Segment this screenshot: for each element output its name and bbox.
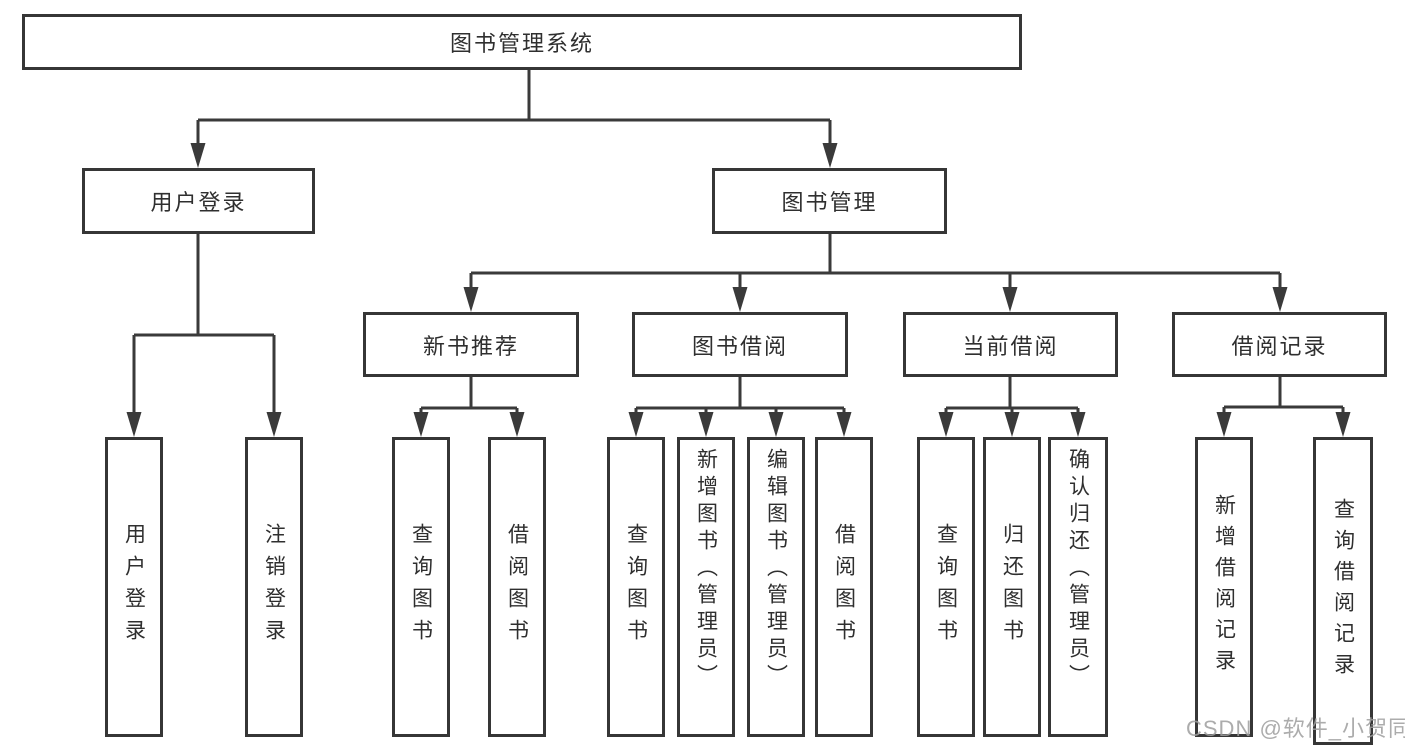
- node-book-borrow: 图书借阅: [632, 312, 848, 377]
- node-leaf-logout-label: 注销登录: [262, 523, 286, 651]
- node-leaf-query-book-3: 查询图书: [917, 437, 975, 737]
- node-leaf-borrow-book-2-label: 借阅图书: [832, 523, 856, 651]
- node-leaf-confirm-return: 确认归还（管理员）: [1048, 437, 1108, 737]
- connector-book-mgmt-to-children: [463, 234, 1288, 312]
- node-leaf-edit-book-label: 编辑图书（管理员）: [764, 448, 788, 691]
- node-leaf-add-borrow-record: 新增借阅记录: [1195, 437, 1253, 737]
- node-new-book-rec: 新书推荐: [363, 312, 579, 377]
- node-root: 图书管理系统: [22, 14, 1022, 70]
- node-current-borrow-label: 当前借阅: [962, 333, 1059, 359]
- node-leaf-query-borrow-record-label: 查询借阅记录: [1331, 498, 1355, 684]
- node-leaf-borrow-book-2: 借阅图书: [815, 437, 873, 737]
- csdn-watermark: CSDN @软件_小贺同学: [1186, 716, 1405, 741]
- node-leaf-confirm-return-label: 确认归还（管理员）: [1066, 448, 1090, 691]
- node-root-label: 图书管理系统: [449, 31, 594, 56]
- connector-current-borrow-to-children: [938, 377, 1086, 437]
- connector-user-login-to-children: [126, 234, 282, 437]
- node-leaf-logout: 注销登录: [245, 437, 303, 737]
- connector-book-borrow-to-children: [628, 377, 852, 437]
- node-borrow-records: 借阅记录: [1172, 312, 1387, 377]
- node-leaf-borrow-book-1: 借阅图书: [488, 437, 546, 737]
- connector-borrow-records-to-children: [1216, 377, 1351, 437]
- connector-root-to-children: [190, 70, 838, 168]
- node-leaf-add-book-label: 新增图书（管理员）: [694, 448, 718, 691]
- node-leaf-query-book-1-label: 查询图书: [409, 523, 433, 651]
- node-leaf-query-book-2: 查询图书: [607, 437, 665, 737]
- node-leaf-query-book-2-label: 查询图书: [624, 523, 648, 651]
- node-leaf-add-borrow-record-label: 新增借阅记录: [1212, 494, 1236, 680]
- node-leaf-return-book-label: 归还图书: [1000, 523, 1024, 651]
- node-borrow-records-label: 借阅记录: [1231, 333, 1328, 359]
- node-leaf-user-login: 用户登录: [105, 437, 163, 737]
- node-leaf-query-borrow-record: 查询借阅记录: [1313, 437, 1373, 745]
- node-user-login-label: 用户登录: [150, 190, 247, 215]
- connector-new-book-rec-to-children: [413, 377, 525, 437]
- node-leaf-query-book-1: 查询图书: [392, 437, 450, 737]
- node-leaf-query-book-3-label: 查询图书: [934, 523, 958, 651]
- node-book-mgmt: 图书管理: [712, 168, 947, 234]
- node-user-login: 用户登录: [82, 168, 315, 234]
- node-leaf-add-book: 新增图书（管理员）: [677, 437, 735, 737]
- node-leaf-edit-book: 编辑图书（管理员）: [747, 437, 805, 737]
- node-new-book-rec-label: 新书推荐: [422, 333, 519, 359]
- node-book-mgmt-label: 图书管理: [781, 190, 878, 215]
- node-book-borrow-label: 图书借阅: [691, 333, 788, 359]
- node-leaf-borrow-book-1-label: 借阅图书: [505, 523, 529, 651]
- node-leaf-user-login-label: 用户登录: [122, 523, 146, 651]
- node-current-borrow: 当前借阅: [903, 312, 1118, 377]
- node-leaf-return-book: 归还图书: [983, 437, 1041, 737]
